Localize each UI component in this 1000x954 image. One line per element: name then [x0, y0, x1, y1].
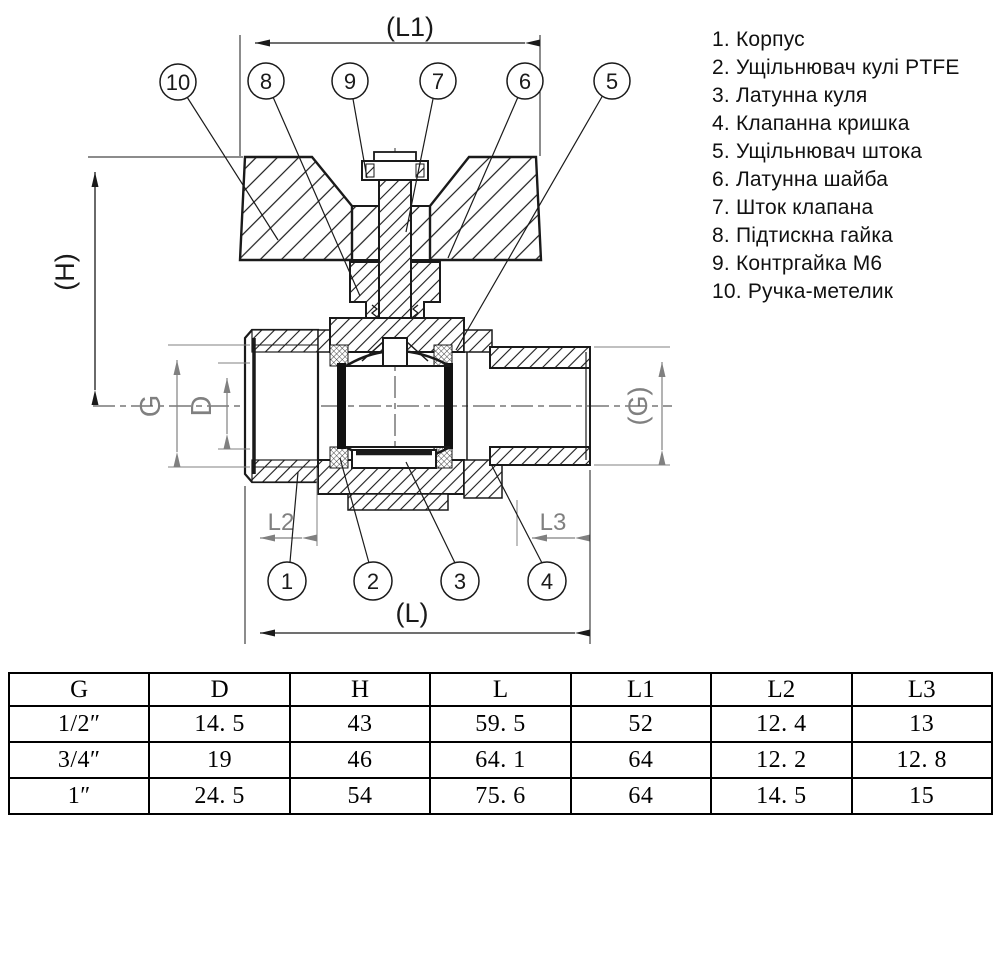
parts-list-item-7: 7. Шток клапана — [712, 196, 874, 219]
callouts-bottom: 1 2 3 4 — [267, 561, 567, 601]
dimension-L3: L3 — [516, 500, 590, 546]
svg-text:7: 7 — [432, 69, 444, 94]
cell: 54 — [288, 777, 432, 815]
seat-ring-left — [337, 363, 346, 449]
dimension-L1: (L1) — [239, 12, 541, 156]
callout-6: 6 — [506, 62, 544, 100]
callout-2: 2 — [353, 561, 393, 601]
gland-nut-right — [410, 261, 441, 323]
cell: 15 — [850, 777, 994, 815]
svg-text:8: 8 — [260, 69, 272, 94]
svg-text:5: 5 — [606, 69, 618, 94]
dimension-L: (L) — [244, 470, 591, 644]
cell: 46 — [288, 741, 432, 779]
dim-label-L2: L2 — [268, 509, 295, 536]
parts-list-item-3: 3. Латунна куля — [712, 84, 868, 107]
dim-label-L: (L) — [396, 598, 429, 628]
parts-list-item-6: 6. Латунна шайба — [712, 168, 889, 191]
ptfe-seat-top-left — [329, 344, 349, 367]
col-header-H: H — [288, 672, 432, 707]
callout-5: 5 — [593, 62, 631, 100]
cell: 64 — [569, 741, 713, 779]
dimension-L2: L2 — [260, 468, 318, 546]
dimension-H: (H) — [50, 156, 243, 405]
dimensions-table: G D H L L1 L2 L3 1/2″ 14. 5 43 59. 5 52 … — [7, 672, 994, 815]
gland-nut-left — [349, 261, 380, 323]
cell: 12. 4 — [710, 705, 853, 743]
svg-text:1: 1 — [281, 569, 293, 594]
cell: 75. 6 — [429, 777, 572, 815]
table-row: 1″ 24. 5 54 75. 6 64 14. 5 15 — [7, 777, 994, 815]
cell: 52 — [569, 705, 713, 743]
col-header-L2: L2 — [710, 672, 853, 707]
cell: 59. 5 — [429, 705, 572, 743]
ptfe-seat-bottom-left — [329, 446, 349, 469]
cell: 12. 8 — [850, 741, 994, 779]
callout-10: 10 — [159, 63, 197, 101]
parts-list-item-5: 5. Ущільнювач штока — [712, 140, 923, 163]
cell: 12. 2 — [710, 741, 853, 779]
callout-1: 1 — [267, 561, 307, 601]
parts-list-item-10: 10. Ручка-метелик — [712, 280, 894, 303]
dimension-D: D — [186, 362, 250, 450]
cell: 1″ — [7, 777, 151, 815]
cell: 64 — [569, 777, 713, 815]
cell: 43 — [288, 705, 432, 743]
svg-text:6: 6 — [519, 69, 531, 94]
cell: 3/4″ — [7, 741, 151, 779]
callouts-top: 10 8 9 7 6 5 — [159, 62, 631, 101]
seat-ring-right — [444, 363, 453, 449]
dim-label-G-right: (G) — [623, 387, 653, 426]
svg-text:10: 10 — [166, 70, 190, 95]
callout-3: 3 — [440, 561, 480, 601]
callout-4: 4 — [527, 561, 567, 601]
dim-label-L3: L3 — [540, 509, 567, 536]
parts-list: 1. Корпус 2. Ущільнювач кулі PTFE 3. Лат… — [712, 26, 997, 306]
callout-9: 9 — [331, 62, 369, 100]
callout-8: 8 — [247, 62, 285, 100]
col-header-G: G — [7, 672, 151, 707]
stem-cap — [373, 151, 417, 162]
cell: 1/2″ — [7, 705, 151, 743]
dim-label-L1: (L1) — [386, 12, 434, 42]
parts-list-item-2: 2. Ущільнювач кулі PTFE — [712, 56, 960, 79]
callout-leaders — [186, 94, 604, 564]
valve-drawing: (L1) (H) — [50, 12, 672, 644]
dim-label-G-left: G — [135, 395, 167, 418]
cell: 64. 1 — [429, 741, 572, 779]
ball-stem-slot — [382, 337, 408, 367]
parts-list-item-8: 8. Підтискна гайка — [712, 224, 894, 247]
dimension-G-right: (G) — [594, 346, 670, 466]
cell: 24. 5 — [148, 777, 291, 815]
left-coupling-nut — [243, 328, 320, 484]
col-header-L: L — [429, 672, 572, 707]
dim-label-D: D — [186, 396, 218, 417]
svg-text:3: 3 — [454, 569, 466, 594]
col-header-D: D — [148, 672, 291, 707]
col-header-L1: L1 — [569, 672, 713, 707]
dim-label-H: (H) — [50, 253, 80, 290]
callout-7: 7 — [419, 62, 457, 100]
tail-piece-male-thread — [489, 346, 591, 466]
cell: 14. 5 — [148, 705, 291, 743]
table-header-row: G D H L L1 L2 L3 — [7, 672, 994, 707]
table-row: 1/2″ 14. 5 43 59. 5 52 12. 4 13 — [7, 705, 994, 743]
cell: 19 — [148, 741, 291, 779]
lock-nut-m6 — [361, 160, 429, 181]
valve-drawing-area: (L1) (H) — [50, 12, 672, 644]
cell: 14. 5 — [710, 777, 853, 815]
col-header-L3: L3 — [850, 672, 994, 707]
parts-list-item-9: 9. Контргайка М6 — [712, 252, 883, 275]
svg-text:4: 4 — [541, 569, 553, 594]
svg-text:2: 2 — [367, 569, 379, 594]
dimension-G-left: G — [135, 344, 250, 468]
parts-list-item-1: 1. Корпус — [712, 28, 805, 51]
cell: 13 — [850, 705, 994, 743]
svg-text:9: 9 — [344, 69, 356, 94]
table-row: 3/4″ 19 46 64. 1 64 12. 2 12. 8 — [7, 741, 994, 779]
ball-assembly — [329, 337, 453, 469]
parts-list-item-4: 4. Клапанна кришка — [712, 112, 910, 135]
